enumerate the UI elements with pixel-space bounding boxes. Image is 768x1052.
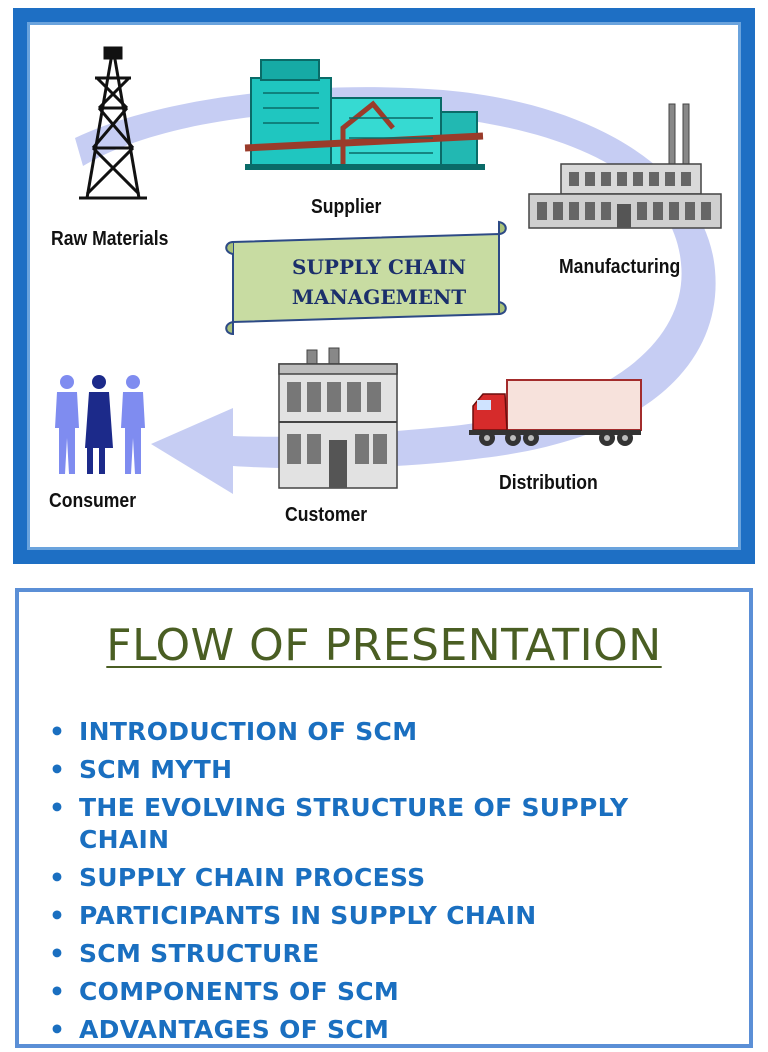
supply-chain-slide: Raw Materials Supplier Manufacturing Dis… (13, 8, 755, 564)
scroll-banner (225, 220, 507, 336)
list-item: SCM STRUCTURE (47, 938, 727, 970)
label-manufacturing: Manufacturing (559, 256, 681, 278)
label-distribution: Distribution (499, 472, 598, 494)
list-item: THE EVOLVING STRUCTURE OF SUPPLY CHAIN (47, 792, 727, 856)
list-item: ADVANTAGES OF SCM (47, 1014, 727, 1046)
list-item: COMPONENTS OF SCM (47, 976, 727, 1008)
label-customer: Customer (285, 504, 368, 526)
truck-icon (469, 379, 642, 446)
supplier-plant-icon (244, 59, 485, 170)
flow-of-presentation-slide: FLOW OF PRESENTATION INTRODUCTION OF SCM… (15, 588, 753, 1048)
slide-title: FLOW OF PRESENTATION (106, 620, 662, 671)
list-item: SCM MYTH (47, 754, 727, 786)
supply-chain-diagram (55, 46, 722, 494)
list-item: SUPPLY CHAIN PROCESS (47, 862, 727, 894)
list-item: INTRODUCTION OF SCM (47, 716, 727, 748)
flow-arrow-icon (75, 87, 716, 494)
building-icon (278, 347, 398, 489)
oil-derrick-icon (79, 46, 147, 200)
agenda-list: INTRODUCTION OF SCM SCM MYTH THE EVOLVIN… (47, 716, 727, 1052)
scm-title-line1: SUPPLY CHAIN (292, 255, 466, 279)
factory-icon (528, 103, 722, 229)
label-supplier: Supplier (311, 196, 382, 218)
people-icon (55, 375, 145, 474)
label-raw-materials: Raw Materials (51, 228, 169, 250)
list-item: PARTICIPANTS IN SUPPLY CHAIN (47, 900, 727, 932)
scm-title-line2: MANAGEMENT (291, 285, 467, 309)
scm-title: SUPPLY CHAIN MANAGEMENT (245, 252, 513, 312)
label-consumer: Consumer (49, 490, 137, 512)
